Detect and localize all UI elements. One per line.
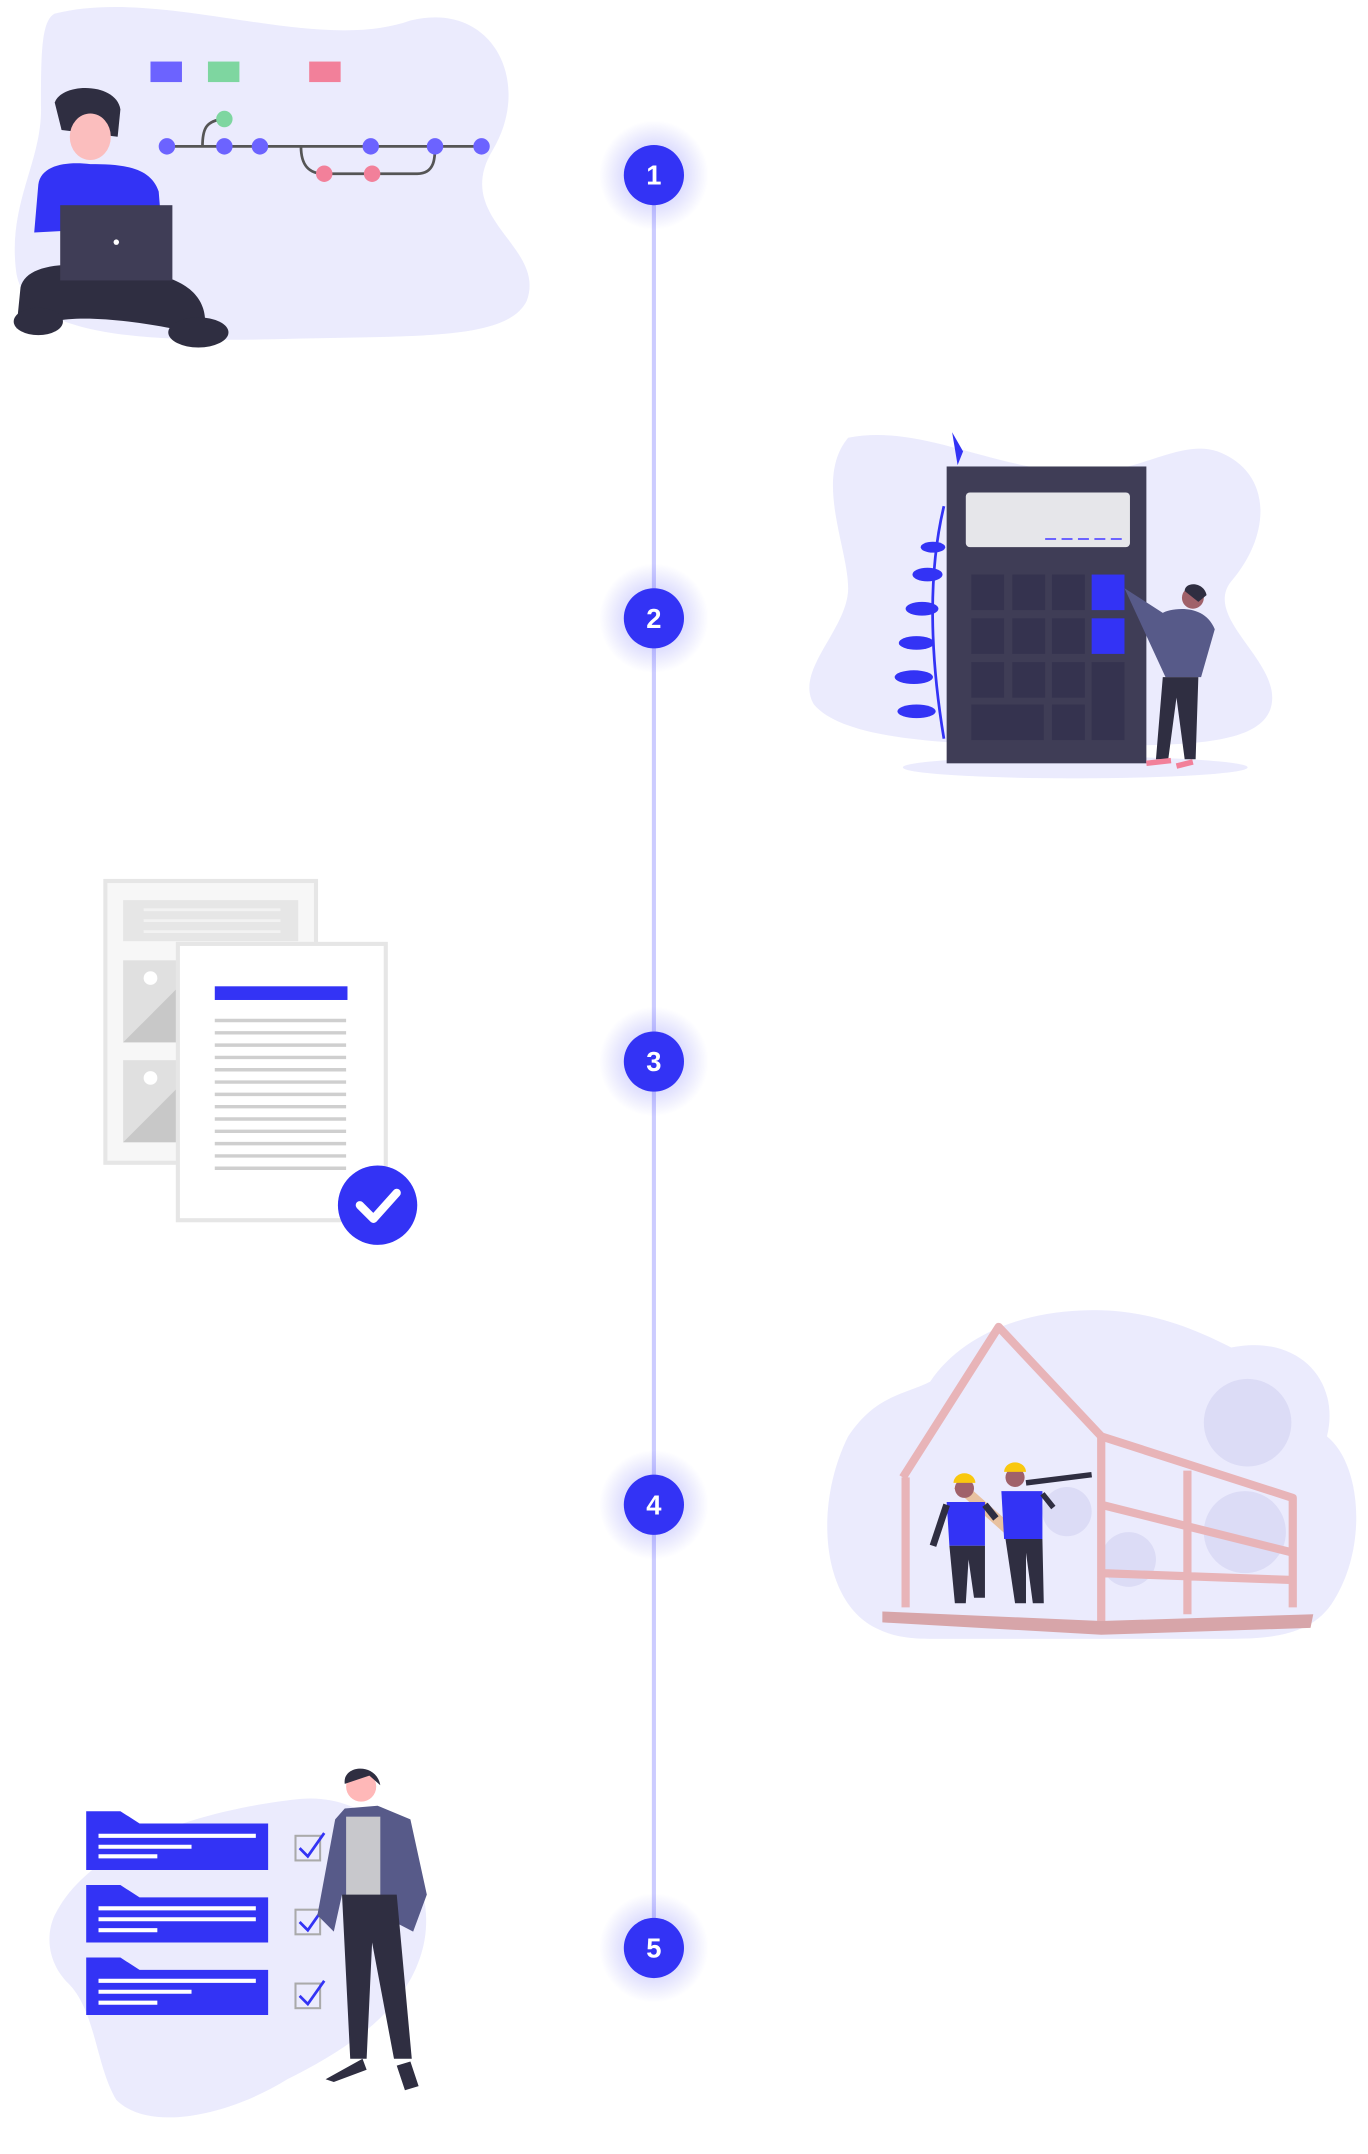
step-marker-3[interactable]: 3 [599,1006,709,1117]
approved-documents-illustration [103,878,418,1245]
step-marker-5[interactable]: 5 [599,1893,709,2003]
step-number: 1 [646,160,661,191]
check-badge-icon [337,1165,418,1245]
house-construction-illustration [827,1310,1357,1639]
step-number: 4 [646,1489,662,1520]
step-marker-4[interactable]: 4 [599,1450,709,1560]
step-marker-1[interactable]: 1 [599,120,709,230]
step-number: 5 [646,1933,661,1964]
step-number: 3 [646,1046,661,1077]
checklist-illustration [49,1768,427,2118]
calculator-illustration [809,432,1273,779]
step-marker-2[interactable]: 2 [599,563,709,674]
step-number: 2 [646,603,661,634]
developer-illustration [13,7,530,348]
